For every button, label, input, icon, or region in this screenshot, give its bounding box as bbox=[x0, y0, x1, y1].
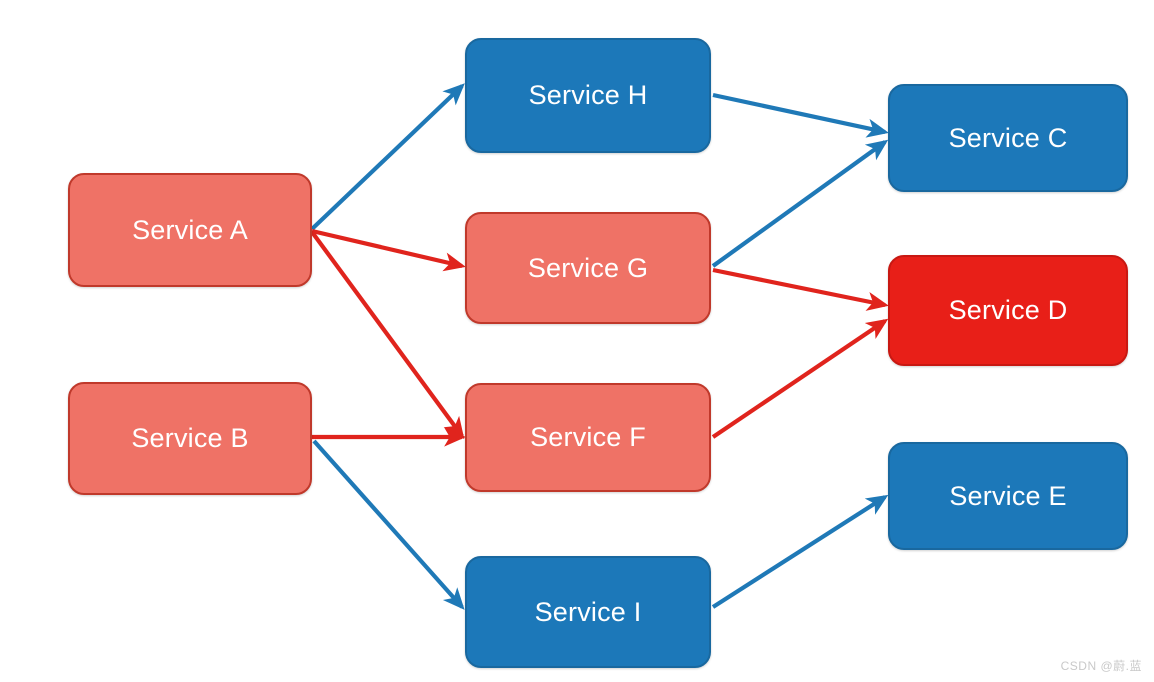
node-service-c[interactable]: Service C bbox=[888, 84, 1128, 192]
node-service-a[interactable]: Service A bbox=[68, 173, 312, 287]
edge-g-to-c bbox=[711, 139, 889, 268]
node-label: Service H bbox=[528, 80, 648, 110]
node-service-h[interactable]: Service H bbox=[465, 38, 711, 153]
node-service-b[interactable]: Service B bbox=[68, 382, 312, 495]
node-label: Service D bbox=[948, 295, 1068, 325]
edge-g-to-d bbox=[712, 267, 889, 311]
edge-a-to-h bbox=[310, 83, 465, 231]
node-service-g[interactable]: Service G bbox=[465, 212, 711, 324]
edge-f-to-d bbox=[711, 318, 889, 439]
edge-a-to-g bbox=[311, 228, 466, 272]
node-service-f[interactable]: Service F bbox=[465, 383, 711, 492]
watermark: CSDN @蔚.蓝 bbox=[1060, 659, 1142, 673]
node-label: Service I bbox=[534, 596, 642, 627]
node-label: Service G bbox=[527, 252, 649, 283]
node-service-e[interactable]: Service E bbox=[888, 442, 1128, 550]
edge-b-to-i bbox=[312, 439, 465, 610]
node-service-i[interactable]: Service I bbox=[465, 556, 711, 668]
edge-a-to-f bbox=[310, 230, 465, 440]
edge-h-to-c bbox=[712, 92, 889, 138]
node-label: Service B bbox=[131, 423, 249, 453]
node-label: Service C bbox=[948, 122, 1068, 153]
node-label: Service A bbox=[132, 214, 248, 245]
node-service-d[interactable]: Service D bbox=[888, 255, 1128, 366]
edges-group bbox=[310, 83, 889, 610]
edge-i-to-e bbox=[711, 494, 889, 609]
node-label: Service E bbox=[949, 480, 1067, 511]
node-label: Service F bbox=[530, 422, 646, 452]
